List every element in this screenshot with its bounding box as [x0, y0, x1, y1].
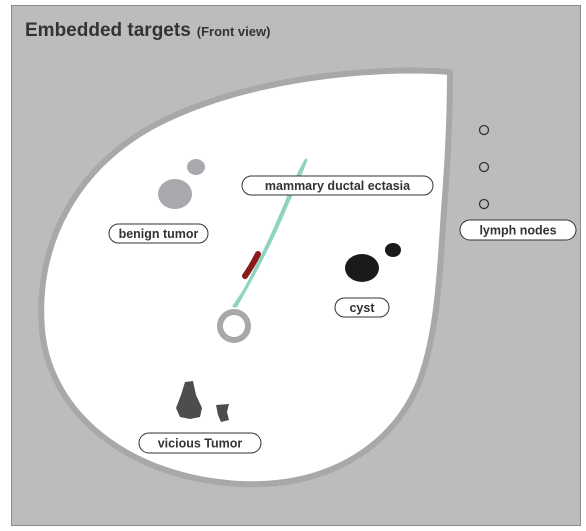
label-mammary-ductal-ectasia: mammary ductal ectasia: [241, 175, 434, 196]
lymph-node: [478, 124, 490, 136]
ductal-ectasia-lesion: [242, 251, 261, 279]
vicious-tumor-large: [176, 381, 202, 419]
label-lymph-nodes: lymph nodes: [459, 219, 577, 241]
cyst-small: [385, 243, 401, 257]
label-cyst: cyst: [334, 297, 390, 318]
label-text: mammary ductal ectasia: [265, 179, 411, 193]
diagram-subtitle: (Front view): [196, 24, 271, 39]
label-text: vicious Tumor: [158, 437, 243, 451]
vicious-tumor-small: [216, 404, 229, 422]
diagram-header: Embedded targets (Front view): [25, 20, 270, 42]
cyst-large: [345, 254, 379, 282]
label-vicious-tumor: vicious Tumor: [138, 432, 262, 454]
ring-marker: [217, 309, 251, 343]
label-text: benign tumor: [119, 227, 199, 241]
diagram-title: Embedded targets: [25, 20, 191, 41]
benign-tumor-large: [158, 179, 192, 209]
mammary-duct: [232, 158, 308, 308]
lymph-node: [478, 161, 490, 173]
lymph-node: [478, 198, 490, 210]
benign-tumor-small: [187, 159, 205, 175]
label-text: lymph nodes: [479, 224, 556, 238]
label-text: cyst: [349, 301, 375, 315]
label-benign-tumor: benign tumor: [108, 223, 209, 244]
